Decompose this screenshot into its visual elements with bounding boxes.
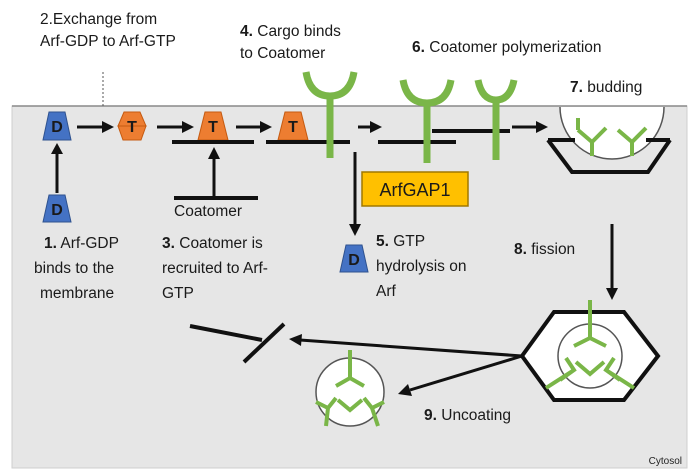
step1-num: 1.: [44, 235, 57, 252]
arrow-coatomer-recruit: [208, 147, 220, 196]
arf-gdp-cytosolic-glyph: D: [51, 202, 63, 219]
step4-num: 4.: [240, 23, 253, 40]
arrow-gtp-hydrolysis: [349, 152, 361, 236]
coatomer-label: Coatomer: [174, 203, 242, 220]
step4-line2: to Coatomer: [240, 45, 325, 62]
arf-gdp-released-glyph: D: [348, 252, 360, 269]
step6-text1: Coatomer polymerization: [425, 39, 602, 56]
step2-line1: 2.Exchange from: [40, 11, 157, 28]
step9-line1: 9. Uncoating: [424, 407, 511, 424]
coated-vesicle: [519, 300, 661, 402]
arf-gtp-3-glyph: T: [288, 119, 298, 136]
step6-line1: 6. Coatomer polymerization: [412, 39, 602, 56]
step7-line1: 7. budding: [570, 79, 642, 96]
step1-line2: binds to the: [34, 260, 114, 277]
step8-num: 8.: [514, 241, 527, 258]
step5-line1: 5. GTP: [376, 233, 425, 250]
step3-line3: GTP: [162, 285, 194, 302]
step1-line3: membrane: [40, 285, 114, 302]
arf-gtp-1: T: [117, 111, 147, 141]
step9-text1: Uncoating: [437, 407, 511, 424]
step5-text1: GTP: [389, 233, 425, 250]
step8-text1: fission: [527, 241, 575, 258]
recycled-coatomer-bar: [189, 324, 263, 342]
arrow-fission: [606, 224, 618, 300]
step1-line1: 1. Arf-GDP: [44, 235, 119, 252]
arrow-to-uncoating: [398, 354, 523, 396]
step3-line2: recruited to Arf-: [162, 260, 268, 277]
step9-num: 9.: [424, 407, 437, 424]
arf-gdp-cytosolic: D: [42, 194, 72, 223]
step7-text1: budding: [583, 79, 642, 96]
arfgap1-label: ArfGAP1: [379, 180, 450, 200]
budding-vesicle: [546, 106, 672, 174]
arrow-to-recycle: [289, 334, 523, 358]
recycled-coatomer-slash: [242, 322, 286, 364]
arf-gdp-released: D: [339, 244, 369, 273]
arfgap1-box: ArfGAP1: [361, 171, 469, 207]
step5-num: 5.: [376, 233, 389, 250]
arrow-to-polymerization: [358, 121, 382, 133]
cargo-receptor-6a: [399, 79, 455, 163]
step1-text1: Arf-GDP: [57, 235, 119, 252]
step3-text1: Coatomer is: [175, 235, 263, 252]
cargo-receptor-step4: [302, 71, 358, 158]
arrow-exchange: [77, 121, 114, 133]
arrow-gtp-2-to-3: [236, 121, 272, 133]
cytosol-label: Cytosol: [649, 456, 682, 467]
step4-text1: Cargo binds: [253, 23, 341, 40]
step3-line1: 3. Coatomer is: [162, 235, 263, 252]
arf-gtp-1-glyph: T: [127, 119, 137, 136]
step3-num: 3.: [162, 235, 175, 252]
arrow-to-budding: [512, 121, 548, 133]
arf-gdp-membrane: D: [42, 111, 72, 141]
step5-line3: Arf: [376, 283, 397, 300]
arrow-gtp-1-to-2: [157, 121, 194, 133]
arf-gtp-2-glyph: T: [208, 119, 218, 136]
step7-num: 7.: [570, 79, 583, 96]
arf-gdp-glyph: D: [51, 119, 63, 136]
cargo-receptor-6b: [474, 79, 518, 160]
arrow-arf-to-membrane: [51, 143, 63, 193]
step2-line2: Arf-GDP to Arf-GTP: [40, 33, 176, 50]
uncoated-vesicle: [315, 350, 385, 427]
step6-num: 6.: [412, 39, 425, 56]
step5-line2: hydrolysis on: [376, 258, 466, 275]
step8-line1: 8. fission: [514, 241, 575, 258]
step4-line1: 4. Cargo binds: [240, 23, 341, 40]
